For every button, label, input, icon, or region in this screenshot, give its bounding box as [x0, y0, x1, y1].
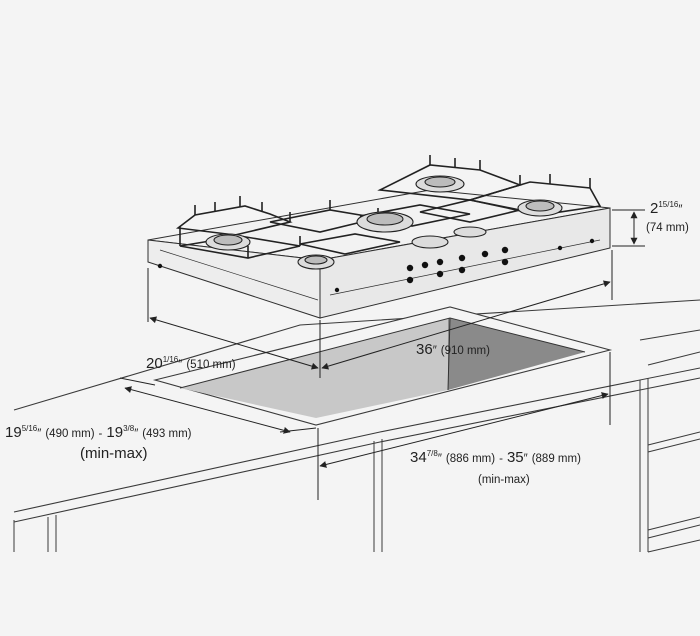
svg-text:195/16″(490 mm)-193/8″(493 mm): 195/16″(490 mm)-193/8″(493 mm): [5, 424, 192, 441]
depth-whole: 20: [146, 355, 163, 372]
height-unit: ″: [678, 204, 682, 216]
cutout-width-min-frac: 7/8: [427, 449, 439, 458]
svg-text:215/16″: 215/16″: [650, 200, 682, 217]
dimension-lines: [119, 209, 645, 500]
cutout-depth-note: (min-max): [80, 445, 148, 462]
cutout-width-note: (min-max): [478, 474, 530, 486]
height-whole: 2: [650, 200, 658, 217]
cutout-width-min-whole: 34: [410, 449, 427, 466]
width-unit: ″: [433, 345, 437, 357]
cutout-depth-max-whole: 19: [106, 424, 123, 441]
cutout-width-max-metric: (889 mm): [532, 453, 581, 465]
depth-frac: 1/16: [163, 355, 179, 364]
cutout-depth-max-unit: ″: [134, 428, 138, 440]
cutout-depth-min-unit: ″: [37, 428, 41, 440]
cutout-width-max-whole: 35: [507, 449, 524, 466]
height-label: 215/16″ (74 mm): [646, 200, 689, 234]
control-knobs: [157, 238, 595, 293]
width-whole: 36: [416, 341, 433, 358]
width-label: 36″ (910 mm): [416, 341, 490, 358]
depth-label: 201/16″ (510 mm): [146, 355, 236, 372]
cutout-depth-min-whole: 19: [5, 424, 22, 441]
cutout-depth-sep: -: [99, 428, 103, 440]
cutout-width-min-metric: (886 mm): [446, 453, 495, 465]
svg-text:36″(910 mm): 36″ (910 mm): [416, 341, 490, 358]
depth-metric: (510 mm): [186, 359, 235, 371]
cutout-depth-max-metric: (493 mm): [142, 428, 191, 440]
cutout-depth-label: 195/16″(490 mm)-193/8″(493 mm) (min-max): [5, 424, 192, 462]
cutout-depth-max-frac: 3/8: [123, 424, 135, 433]
cutout-depth-min-metric: (490 mm): [45, 428, 94, 440]
burners: [205, 175, 563, 270]
height-metric: (74 mm): [646, 222, 689, 234]
width-metric: (910 mm): [441, 345, 490, 357]
depth-unit: ″: [178, 359, 182, 371]
svg-text:201/16″(510 mm): 201/16″ (510 mm): [146, 355, 236, 372]
cutout-depth-min-frac: 5/16: [22, 424, 38, 433]
cutout-width-label: 347/8″(886 mm)-35″(889 mm) (min-max): [410, 449, 581, 486]
cutout-width-sep: -: [499, 453, 503, 465]
cutout-width-max-unit: ″: [524, 453, 528, 465]
svg-text:347/8″(886 mm)-35″(889 mm): 347/8″(886 mm)-35″(889 mm): [410, 449, 581, 466]
cutout-width-min-unit: ″: [438, 453, 442, 465]
height-frac: 15/16: [658, 200, 679, 209]
